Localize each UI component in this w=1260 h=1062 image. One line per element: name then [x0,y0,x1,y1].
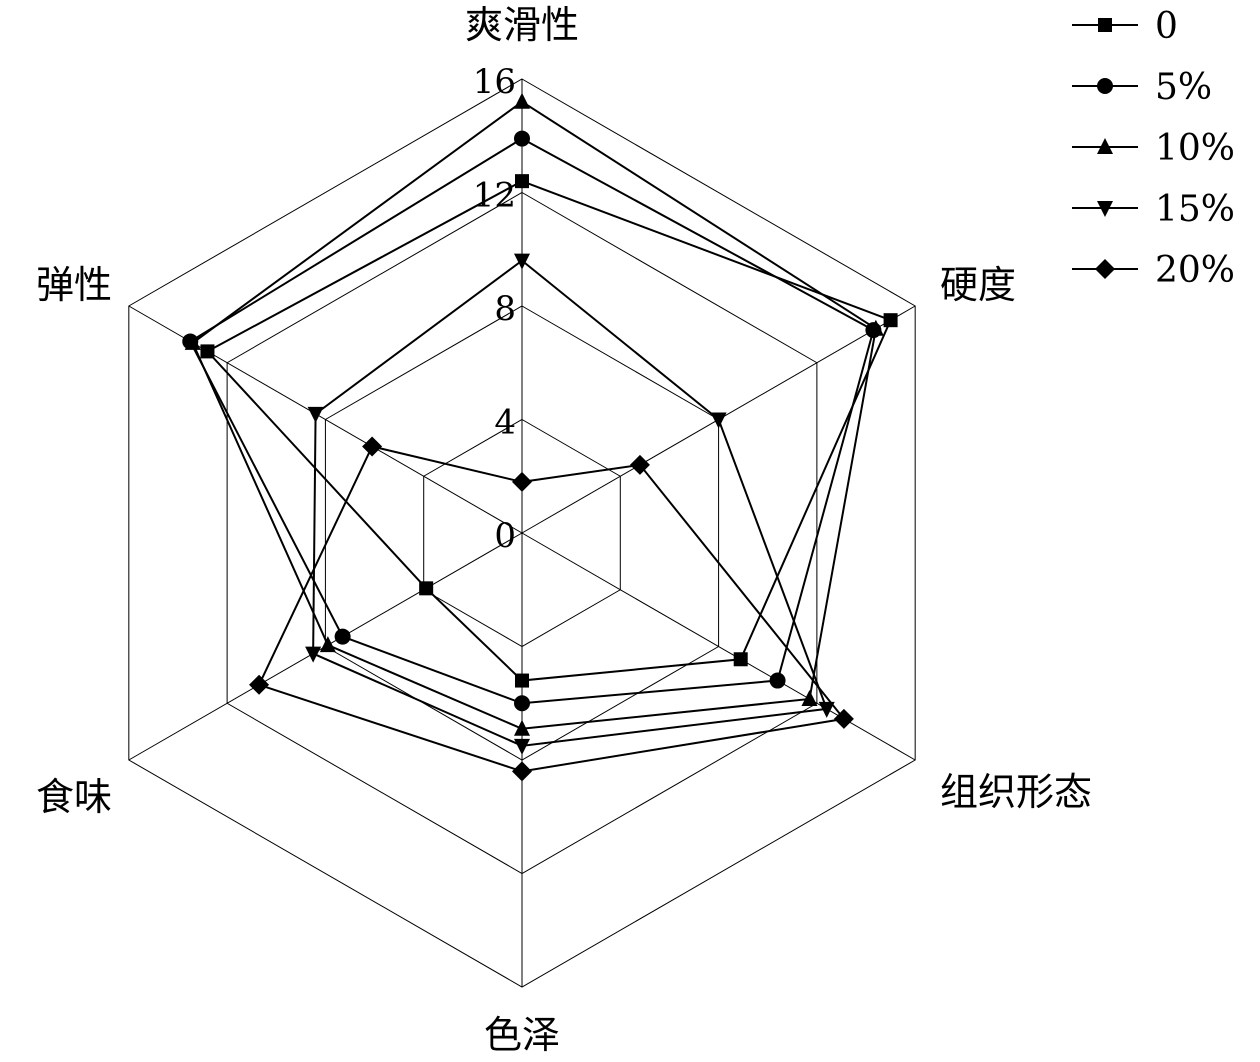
data-point [1097,138,1113,154]
data-point [710,412,727,429]
series-10% [184,92,884,736]
legend-item: 15% [1072,189,1235,230]
series-15% [305,253,835,755]
data-point [512,471,532,492]
data-point [629,454,650,475]
data-point [514,253,530,270]
axis-label: 爽滑性 [465,3,579,47]
data-point [307,406,324,423]
data-point [801,689,818,706]
data-point [1097,201,1113,217]
legend-item: 0 [1072,6,1178,47]
tick-label: 16 [473,62,516,102]
data-point [319,636,336,653]
data-point [1098,18,1112,32]
data-point [833,708,854,729]
series-line [257,445,846,773]
series-20% [249,436,854,782]
data-point [305,646,322,663]
legend-item: 20% [1072,250,1235,291]
data-point [1095,259,1115,279]
legend-item: 5% [1072,67,1212,108]
legend-item: 10% [1072,128,1235,169]
axis-label: 食味 [36,775,112,819]
data-point [184,333,201,350]
tick-label: 0 [494,516,516,556]
series-line [191,100,877,730]
data-point [515,673,529,688]
data-point [883,313,898,328]
data-point [514,719,530,736]
data-point [867,319,884,336]
data-point [514,695,530,712]
legend-label: 15% [1155,189,1235,230]
legend-label: 10% [1155,128,1235,169]
legend-label: 5% [1155,67,1212,108]
data-point [515,174,529,189]
tick-label: 4 [494,403,516,443]
data-point [514,92,530,109]
data-point [514,738,530,755]
data-point [249,674,270,695]
axis-label: 弹性 [36,263,112,307]
axis-label: 硬度 [940,263,1016,307]
data-point [818,701,835,718]
data-point [419,581,434,596]
tick-label: 8 [494,289,516,329]
data-point [769,672,786,689]
data-point [512,761,532,782]
series-0 [200,174,898,688]
data-point [733,652,748,667]
data-point [334,628,351,645]
axis-label: 组织形态 [940,770,1092,814]
data-point [514,130,530,147]
data-point [200,344,215,359]
data-point [1097,78,1113,94]
data-point [362,436,383,457]
legend-label: 0 [1155,6,1178,47]
legend-label: 20% [1155,250,1235,291]
axis-label: 色泽 [484,1013,560,1057]
